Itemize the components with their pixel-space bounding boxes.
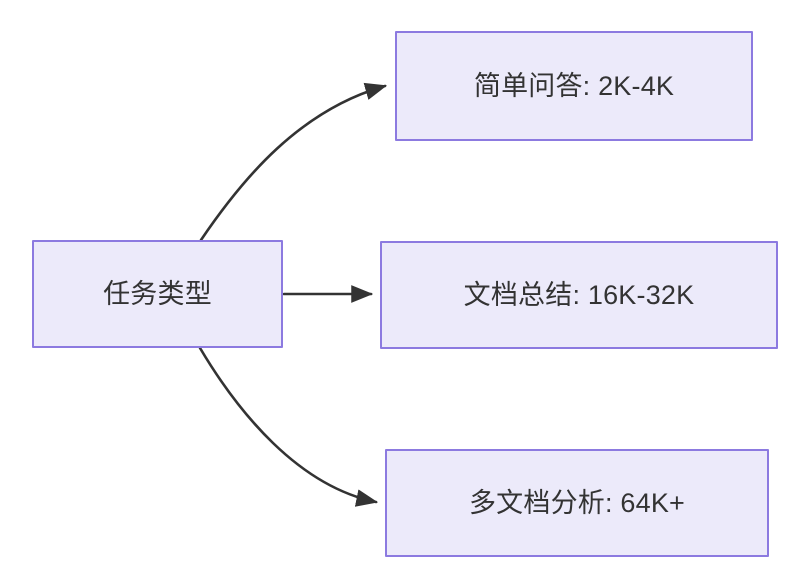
node-document-summary[interactable]: 文档总结: 16K-32K	[380, 241, 778, 349]
node-multi-document-analysis-label: 多文档分析: 64K+	[468, 487, 685, 518]
edge-root-to-multi	[198, 346, 379, 507]
node-document-summary-label: 文档总结: 16K-32K	[463, 279, 695, 310]
node-simple-qa-label: 简单问答: 2K-4K	[473, 70, 675, 101]
node-simple-qa[interactable]: 简单问答: 2K-4K	[395, 31, 753, 141]
edge-root-to-simple	[199, 82, 388, 242]
node-task-type-label: 任务类型	[103, 278, 212, 309]
node-task-type[interactable]: 任务类型	[32, 240, 283, 348]
node-multi-document-analysis[interactable]: 多文档分析: 64K+	[385, 449, 769, 557]
